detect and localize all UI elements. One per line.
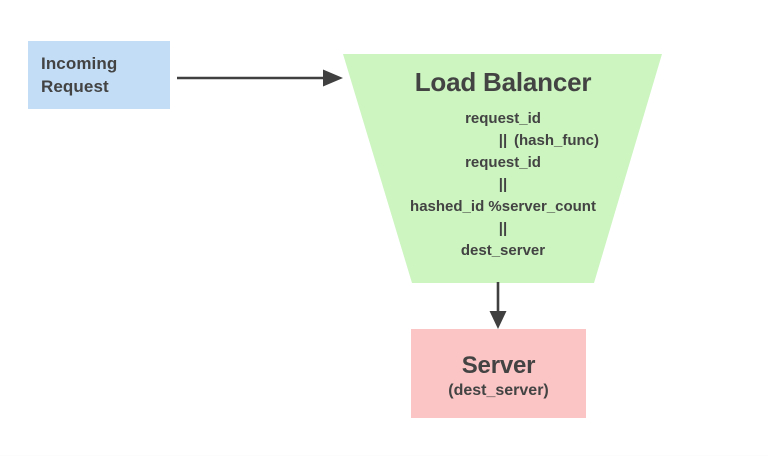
load-balancer-shape [335, 50, 671, 290]
server-subtitle: (dest_server) [448, 382, 549, 399]
server-box: Server (dest_server) [411, 329, 586, 418]
arrow-down-icon [484, 281, 512, 331]
incoming-request-label: Incoming Request [41, 54, 118, 96]
incoming-request-box: Incoming Request [28, 41, 170, 109]
bottom-divider [0, 455, 768, 456]
arrow-right-icon [175, 64, 345, 92]
server-title: Server [461, 352, 536, 379]
